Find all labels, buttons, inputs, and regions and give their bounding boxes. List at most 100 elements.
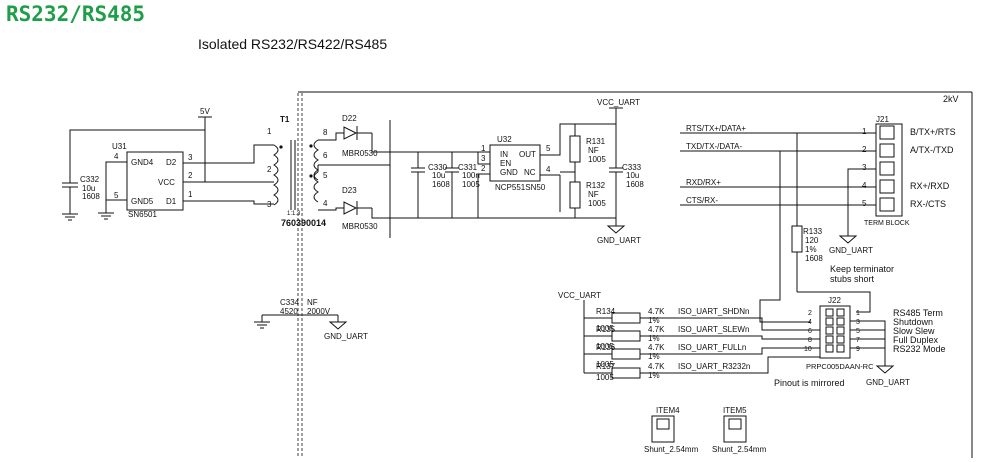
schematic-label: 1% xyxy=(648,352,660,361)
schematic-label: ITEM5 xyxy=(723,406,747,415)
schematic-label: Shunt_2.54mm xyxy=(644,445,699,454)
schematic-label: 1005 xyxy=(596,373,614,382)
schematic-label: 3 xyxy=(862,163,867,172)
vcc-5v: 5V xyxy=(198,107,212,118)
d22-diode: D22 MBR0530 xyxy=(342,114,378,158)
schematic-label: CTS/RX- xyxy=(686,196,718,205)
schematic-label: NF xyxy=(307,298,318,307)
schematic-label: 1 xyxy=(862,127,867,136)
isolation-boundary: 2kV xyxy=(297,91,973,458)
schematic-label: 1608 xyxy=(82,192,100,201)
schematic-label: PRPC005DAAN-RC xyxy=(806,362,874,371)
d23-diode: D23 MBR0530 xyxy=(342,186,378,231)
schematic-label: D2 xyxy=(166,158,177,167)
schematic-label: OUT xyxy=(519,150,536,159)
schematic-label: 1005 xyxy=(588,199,606,208)
vcc-uart-top: VCC_UART xyxy=(597,98,640,124)
schematic-label: 2 xyxy=(188,171,193,180)
schematic-label: VCC_UART xyxy=(558,291,601,300)
r137-pullup: R137 1005 4.7K 1% ISO_UART_R3232n xyxy=(584,352,821,382)
schematic-label: 100n xyxy=(462,171,480,180)
c330-capacitor: C330 10u 1608 xyxy=(411,152,450,218)
schematic-label: GND xyxy=(500,168,518,177)
schematic-label: J22 xyxy=(828,296,841,305)
schematic-label: MBR0530 xyxy=(342,222,378,231)
schematic-label: 4 xyxy=(808,319,812,326)
r132-resistor: R132 NF 1005 xyxy=(569,172,606,218)
u31-ref: U31 xyxy=(112,142,127,151)
schematic-label: ISO_UART_SHDNn xyxy=(678,307,749,316)
schematic-label: 9 xyxy=(856,346,860,353)
schematic-label: R136 xyxy=(596,343,616,352)
schematic-label: GND5 xyxy=(131,197,154,206)
c331-capacitor: C331 100n 1005 xyxy=(445,152,480,218)
u32-regulator: U32 NCP551SN50 IN OUT EN GND NC 1 3 2 5 … xyxy=(481,135,551,192)
schematic-label: 1005 xyxy=(596,324,614,333)
schematic-label: 1005 xyxy=(462,180,480,189)
schematic-label: GND_UART xyxy=(829,246,873,255)
schematic-label: 10 xyxy=(804,346,812,353)
isolation-rating: 2kV xyxy=(943,94,959,104)
schematic-label: 1608 xyxy=(805,254,823,263)
schematic-label: 1:1.3 xyxy=(287,211,301,217)
schematic-label: ISO_UART_SLEWn xyxy=(678,325,749,334)
schematic-label: 3 xyxy=(856,319,860,326)
schematic-label: 8 xyxy=(323,128,328,137)
schematic-label: 4 xyxy=(114,152,119,161)
c334-capacitor: C334 NF 4520 2000V GND_UART xyxy=(254,298,368,341)
gnd-uart-j22: GND_UART xyxy=(866,365,910,387)
schematic-label: 8 xyxy=(808,337,812,344)
u31-driver: U31 SN6501 GND4 D2 VCC GND5 D1 4 5 3 2 1 xyxy=(112,142,193,219)
item5-shunt: ITEM5 Shunt_2.54mm xyxy=(712,406,767,454)
schematic-label: 760390014 xyxy=(281,218,326,228)
schematic-label: 5 xyxy=(114,191,119,200)
vcc-uart-pullups: VCC_UART xyxy=(558,291,601,373)
schematic-label: ISO_UART_FULLn xyxy=(678,343,746,352)
schematic-label: MBR0530 xyxy=(342,149,378,158)
gnd-uart-ldo: GND_UART xyxy=(597,225,641,245)
schematic-label: 1 xyxy=(267,127,272,136)
schematic-label: RTS/TX+/DATA+ xyxy=(686,124,746,133)
schematic-label: 2 xyxy=(808,310,812,317)
schematic-label: NC xyxy=(524,168,536,177)
schematic-label: 2 xyxy=(862,145,867,154)
schematic-label: 4 xyxy=(546,165,551,174)
j21-net-wires: RTS/TX+/DATA+ TXD/TX-/DATA- RXD/RX+ CTS/… xyxy=(680,124,876,236)
schematic-label: J21 xyxy=(876,115,889,124)
j21-terminal-block: J21 TERM BLOCK 1 2 3 4 5 B/TX+/RTS A/TX-… xyxy=(862,115,956,227)
schematic-label: RS232 Mode xyxy=(893,344,946,354)
c332-capacitor: C332 10u 1608 xyxy=(62,175,100,221)
schematic-label: RXD/RX+ xyxy=(686,178,721,187)
page-title: RS232/RS485 xyxy=(6,2,146,26)
schematic-label: 1 xyxy=(481,144,486,153)
schematic-label: 2000V xyxy=(307,307,331,316)
schematic-label: T1 xyxy=(280,115,290,124)
schematic-label: RX+/RXD xyxy=(910,181,950,191)
schematic-label: ITEM4 xyxy=(656,406,680,415)
schematic-label: C333 xyxy=(622,163,642,172)
schematic-label: 10u xyxy=(626,171,639,180)
schematic-label: 3 xyxy=(188,153,193,162)
schematic-label: 4.7K xyxy=(648,343,665,352)
schematic-label: Shunt_2.54mm xyxy=(712,445,767,454)
schematic-label: C334 xyxy=(280,298,300,307)
schematic-label: GND_UART xyxy=(324,332,368,341)
schematic-label: Full Duplex xyxy=(893,335,939,345)
schematic-label: IN xyxy=(500,150,508,159)
schematic-label: 7 xyxy=(856,337,860,344)
schematic-label: 1 xyxy=(188,190,193,199)
schematic-label: 4.7K xyxy=(648,325,665,334)
schematic-label: VCC_UART xyxy=(597,98,640,107)
schematic-subtitle: Isolated RS232/RS422/RS485 xyxy=(198,36,388,52)
schematic-label: 2 xyxy=(267,165,272,174)
schematic-label: 3 xyxy=(267,200,272,209)
schematic-label: R134 xyxy=(596,307,616,316)
r136-pullup: R136 1005 4.7K 1% ISO_UART_FULLn xyxy=(584,343,820,369)
schematic-label: 4.7K xyxy=(648,362,665,371)
schematic-label: Slow Slew xyxy=(893,326,935,336)
schematic-label: 4.7K xyxy=(648,307,665,316)
r133-terminator: R133 120 1% 1608 xyxy=(759,133,871,323)
schematic-label: NF xyxy=(588,146,599,155)
c333-capacitor: C333 10u 1608 xyxy=(609,124,644,226)
schematic-label: R137 xyxy=(596,362,616,371)
